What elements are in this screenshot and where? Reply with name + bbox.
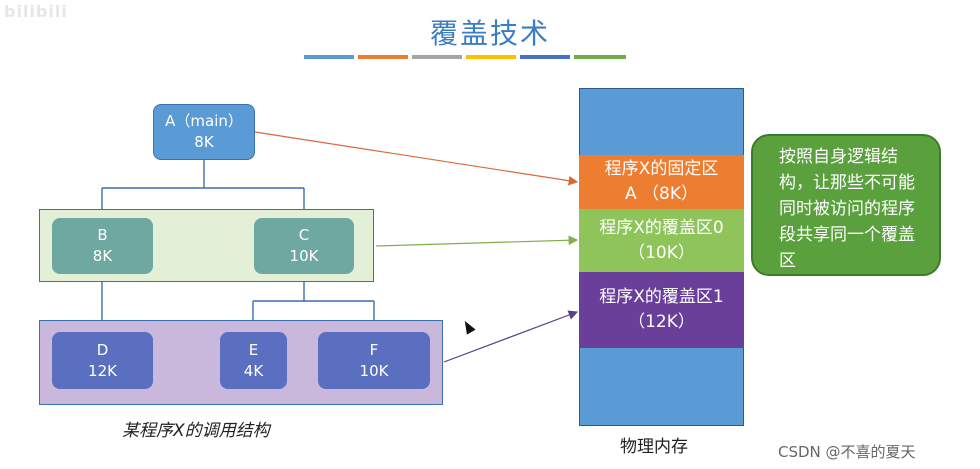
memory-fixed-area: 程序X的固定区 A （8K） [579,155,744,209]
node-f-size: 10K [359,361,389,380]
tree-lines [101,160,375,332]
node-a-size: 8K [194,133,214,151]
tree-caption: 某程序X的调用结构 [122,421,270,441]
node-e: E 4K [220,332,287,389]
explanation-note: 按照自身逻辑结构，让那些不可能同时被访问的程序段共享同一个覆盖区 [751,134,941,276]
memory-label: 物理内存 [620,437,688,457]
bilibili-watermark: bilibili [4,2,68,21]
title-bar-5 [520,55,570,59]
node-a-name: A（main） [165,112,243,130]
node-b-size: 8K [92,247,113,265]
node-d-name: D [96,340,109,359]
arrow-level3-to-overlay1 [443,310,579,363]
node-c-size: 10K [289,247,319,265]
node-c: C 10K [254,218,354,274]
overlay1-size: （12K） [628,312,695,332]
overlay1-label: 程序X的覆盖区1 [599,287,724,307]
node-e-name: E [248,340,259,359]
node-c-name: C [298,226,310,244]
title-bar-2 [358,55,408,59]
title-bar-3 [412,55,462,59]
overlay0-size: （10K） [628,242,695,263]
node-f-name: F [369,340,379,359]
title-bar-6 [574,55,626,59]
node-f: F 10K [318,332,430,389]
fixed-area-size: A （8K） [625,184,698,204]
title-bar-4 [466,55,516,59]
overlay0-label: 程序X的覆盖区0 [599,217,724,238]
node-a-main: A（main） 8K [153,104,255,160]
memory-overlay-1: 程序X的覆盖区1 （12K） [579,272,744,348]
node-b: B 8K [52,218,153,274]
csdn-watermark: CSDN @不喜的夏天 [778,443,916,461]
node-d-size: 12K [88,361,117,380]
title-bar-1 [304,55,354,59]
arrow-a-to-fixed [254,131,579,186]
arrow-level2-to-overlay0 [375,235,579,247]
slide-title: 覆盖技术 [429,17,550,50]
node-b-name: B [97,226,108,244]
fixed-area-label: 程序X的固定区 [604,159,719,179]
node-d: D 12K [52,332,153,389]
node-e-size: 4K [243,361,264,380]
memory-overlay-0: 程序X的覆盖区0 （10K） [579,209,744,272]
